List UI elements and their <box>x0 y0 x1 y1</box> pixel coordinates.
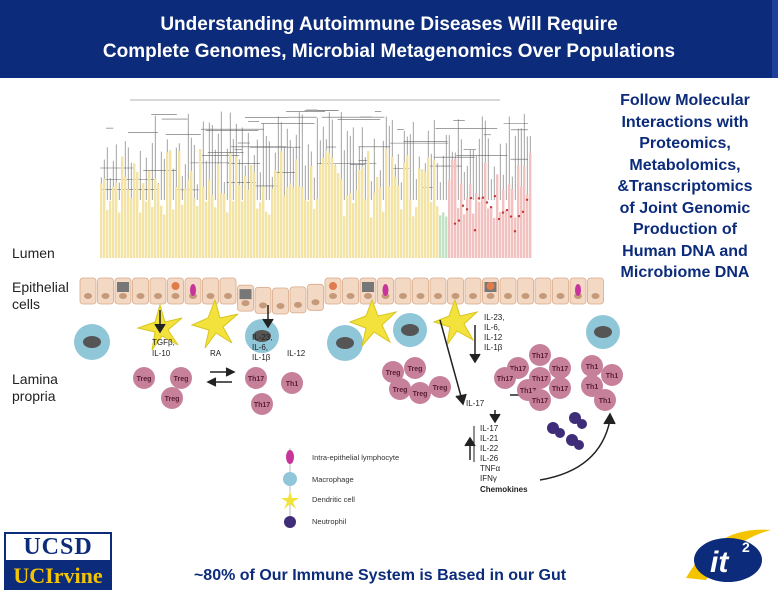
cytokine-5: TNFα <box>480 464 501 473</box>
region-label-epithelial-1: Epithelial <box>12 279 69 295</box>
label-il23-right: IL-23, <box>484 313 504 322</box>
t-cell-label: Th17 <box>532 398 548 405</box>
cytokine-list: IL-17 IL-21 IL-22 IL-26 TNFα IFNγ Chemok… <box>480 424 528 494</box>
legend-dc: Dendritic cell <box>312 495 355 504</box>
neutrophil-icon <box>284 516 296 528</box>
t-cell-label: Treg <box>433 385 448 392</box>
side-line: Metabolomics, <box>629 156 741 174</box>
cytokine-3: IL-22 <box>480 444 499 453</box>
region-label-epithelial-2: cells <box>12 296 40 312</box>
it2-sup: 2 <box>742 539 750 555</box>
cytokine-2: IL-21 <box>480 434 499 443</box>
it2-text: it <box>710 546 730 579</box>
side-line: Production of <box>633 221 737 238</box>
side-line: Microbiome DNA <box>620 264 750 281</box>
ucsd-logo: UCSD <box>4 532 112 562</box>
t-cell-label: Th1 <box>599 398 612 405</box>
label-il17: IL-17 <box>466 399 485 408</box>
label-il6-left: IL-6, <box>252 343 268 352</box>
gut-immunology-diagram: Lumen Epithelial cells Lamina propria TG… <box>12 99 623 528</box>
t-cell-label: Th17 <box>254 402 270 409</box>
label-il12-left: IL-12 <box>287 349 306 358</box>
label-ra: RA <box>210 349 222 358</box>
dendritic-cells <box>136 298 479 351</box>
neutrophils <box>547 412 587 450</box>
t-cell-label: Th17 <box>510 366 526 373</box>
side-line: Follow Molecular <box>620 92 750 109</box>
cell-legend: Intra-epithelial lymphocyte Macrophage D… <box>281 448 399 528</box>
label-il1b-left: IL-1β <box>252 353 271 362</box>
label-il23-left: IL-23, <box>252 333 272 342</box>
t-cell-label: Th17 <box>552 386 568 393</box>
side-line: &Transcriptomics <box>617 178 753 195</box>
t-cell-label: Th17 <box>497 376 513 383</box>
side-line: Proteomics, <box>639 135 731 152</box>
side-line: Interactions with <box>621 113 749 131</box>
epithelial-layer <box>79 277 604 315</box>
calit2-logo: it 2 <box>686 529 771 582</box>
macrophage-cells <box>74 313 620 361</box>
legend-ie: Intra-epithelial lymphocyte <box>312 453 399 462</box>
dendritic-cell-icon <box>281 491 299 509</box>
region-label-lamina-1: Lamina <box>12 371 58 387</box>
lymphocyte-icon <box>286 450 294 464</box>
t-cell-label: Th1 <box>606 373 619 380</box>
legend-mac: Macrophage <box>312 475 354 484</box>
ucirvine-logo: UCIrvine <box>4 562 112 590</box>
label-tgf: TGFβ, <box>152 338 175 347</box>
label-il10: IL-10 <box>152 349 171 358</box>
t-cell-label: Treg <box>386 370 401 377</box>
title-line-2: Complete Genomes, Microbial Metagenomics… <box>102 41 676 62</box>
banner-edge <box>772 0 778 78</box>
t-cell-label: Th17 <box>248 376 264 383</box>
title-banner: Understanding Autoimmune Diseases Will R… <box>0 0 778 78</box>
label-il1b-right: IL-1β <box>484 343 503 352</box>
cytokine-4: IL-26 <box>480 454 499 463</box>
side-text-block: Follow Molecular Interactions with Prote… <box>596 90 774 284</box>
label-il12-right: IL-12 <box>484 333 503 342</box>
phylogenetic-tree <box>100 99 531 200</box>
footer-caption: ~80% of Our Immune System is Based in ou… <box>193 567 567 584</box>
side-line: of Joint Genomic <box>619 199 751 217</box>
region-label-lamina-2: propria <box>12 388 56 404</box>
legend-neu: Neutrophil <box>312 517 347 526</box>
t-cell-label: Th17 <box>552 366 568 373</box>
t-cell-label: Th17 <box>532 376 548 383</box>
macrophage-icon <box>283 472 297 486</box>
cytokine-7: Chemokines <box>480 485 528 494</box>
abundance-bars <box>100 148 532 258</box>
t-cell-label: Th17 <box>532 353 548 360</box>
t-cell-label: Th1 <box>286 381 299 388</box>
t-cell-label: Th1 <box>586 364 599 371</box>
t-cell-label: Treg <box>165 396 180 403</box>
t-cell-label: Treg <box>408 366 423 373</box>
cytokine-1: IL-17 <box>480 424 499 433</box>
side-line: Human DNA and <box>622 242 748 260</box>
cytokine-6: IFNγ <box>480 474 497 483</box>
t-cell-label: Treg <box>174 376 189 383</box>
label-il6-right: IL-6, <box>484 323 500 332</box>
t-cell-label: Treg <box>393 387 408 394</box>
t-cell-label: Th17 <box>520 388 536 395</box>
title-line-1: Understanding Autoimmune Diseases Will R… <box>160 14 618 35</box>
t-cell-label: Treg <box>413 391 428 398</box>
t-cell-label: Treg <box>137 376 152 383</box>
region-label-lumen: Lumen <box>12 245 55 261</box>
t-cell-label: Th1 <box>586 384 599 391</box>
